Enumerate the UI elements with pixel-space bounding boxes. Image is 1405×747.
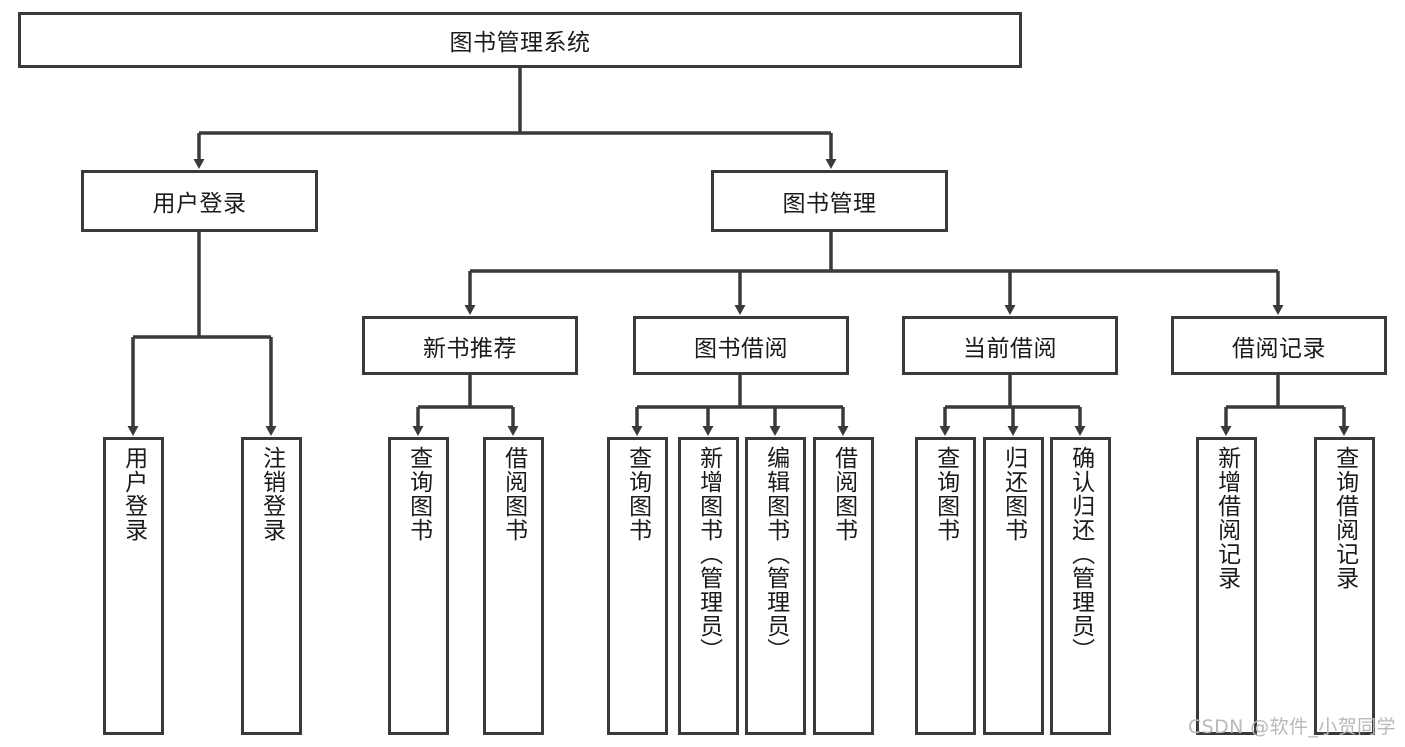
node-user-login-label: 用户登录 (152, 191, 247, 217)
leaf-query-book-recommend[interactable]: 查询图书 (388, 437, 449, 735)
leaf-label: 借阅图书 (830, 446, 857, 542)
node-book-borrow[interactable]: 图书借阅 (633, 316, 849, 375)
leaf-add-book-admin[interactable]: 新增图书（管理员） (678, 437, 739, 735)
node-book-borrow-label: 图书借阅 (694, 335, 788, 362)
leaf-edit-book-admin[interactable]: 编辑图书（管理员） (745, 437, 806, 735)
watermark: CSDN @软件_小贺同学 (1188, 716, 1396, 738)
leaf-label: 查询借阅记录 (1331, 446, 1358, 590)
node-book-management[interactable]: 图书管理 (711, 170, 948, 232)
leaf-label: 查询图书 (405, 446, 432, 542)
leaf-label: 确认归还（管理员） (1067, 446, 1094, 662)
node-book-management-label: 图书管理 (782, 191, 877, 217)
leaf-add-borrow-record[interactable]: 新增借阅记录 (1196, 437, 1257, 735)
node-root[interactable]: 图书管理系统 (18, 12, 1022, 68)
leaf-label: 用户登录 (120, 446, 147, 542)
leaf-query-book-current[interactable]: 查询图书 (915, 437, 976, 735)
leaf-return-book[interactable]: 归还图书 (983, 437, 1044, 735)
leaf-label: 归还图书 (1000, 446, 1027, 542)
node-borrow-record-label: 借阅记录 (1232, 335, 1326, 362)
node-new-book-recommend[interactable]: 新书推荐 (362, 316, 578, 375)
node-borrow-record[interactable]: 借阅记录 (1171, 316, 1387, 375)
leaf-label: 新增借阅记录 (1213, 446, 1240, 590)
leaf-logout[interactable]: 注销登录 (241, 437, 302, 735)
node-current-borrow[interactable]: 当前借阅 (902, 316, 1118, 375)
leaf-label: 查询图书 (932, 446, 959, 542)
leaf-user-login[interactable]: 用户登录 (103, 437, 164, 735)
leaf-label: 借阅图书 (500, 446, 527, 542)
leaf-confirm-return-admin[interactable]: 确认归还（管理员） (1050, 437, 1111, 735)
leaf-borrow-book[interactable]: 借阅图书 (813, 437, 874, 735)
node-current-borrow-label: 当前借阅 (963, 335, 1057, 362)
leaf-label: 注销登录 (258, 446, 285, 542)
leaf-label: 编辑图书（管理员） (762, 446, 789, 662)
leaf-query-borrow-record[interactable]: 查询借阅记录 (1314, 437, 1375, 735)
leaf-label: 新增图书（管理员） (695, 446, 722, 662)
node-root-label: 图书管理系统 (449, 30, 591, 56)
leaf-borrow-book-recommend[interactable]: 借阅图书 (483, 437, 544, 735)
leaf-query-book-borrow[interactable]: 查询图书 (607, 437, 668, 735)
leaf-label: 查询图书 (624, 446, 651, 542)
node-user-login[interactable]: 用户登录 (81, 170, 318, 232)
node-new-book-recommend-label: 新书推荐 (423, 335, 517, 362)
